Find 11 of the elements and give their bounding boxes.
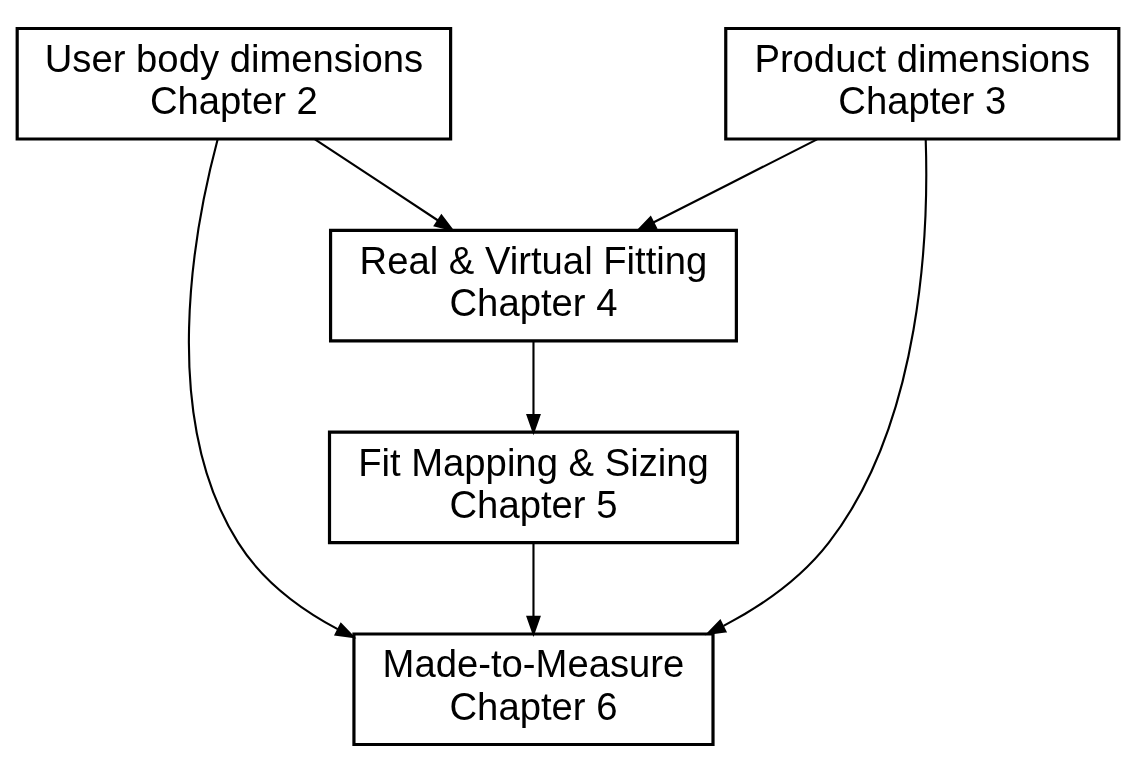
node-box: Real & Virtual Fitting Chapter 4 (328, 228, 738, 343)
arrow (314, 138, 455, 232)
node-box: User body dimensions Chapter 2 (15, 26, 453, 141)
arrow (635, 138, 818, 232)
arrow (188, 139, 357, 639)
node-box: Product dimensions Chapter 3 (724, 26, 1121, 141)
node-box: Fit Mapping & Sizing Chapter 5 (327, 430, 740, 545)
arrow (526, 543, 541, 638)
arrow (526, 341, 541, 436)
node-box: Made-to-Measure Chapter 6 (352, 632, 715, 747)
arrow (704, 139, 928, 636)
